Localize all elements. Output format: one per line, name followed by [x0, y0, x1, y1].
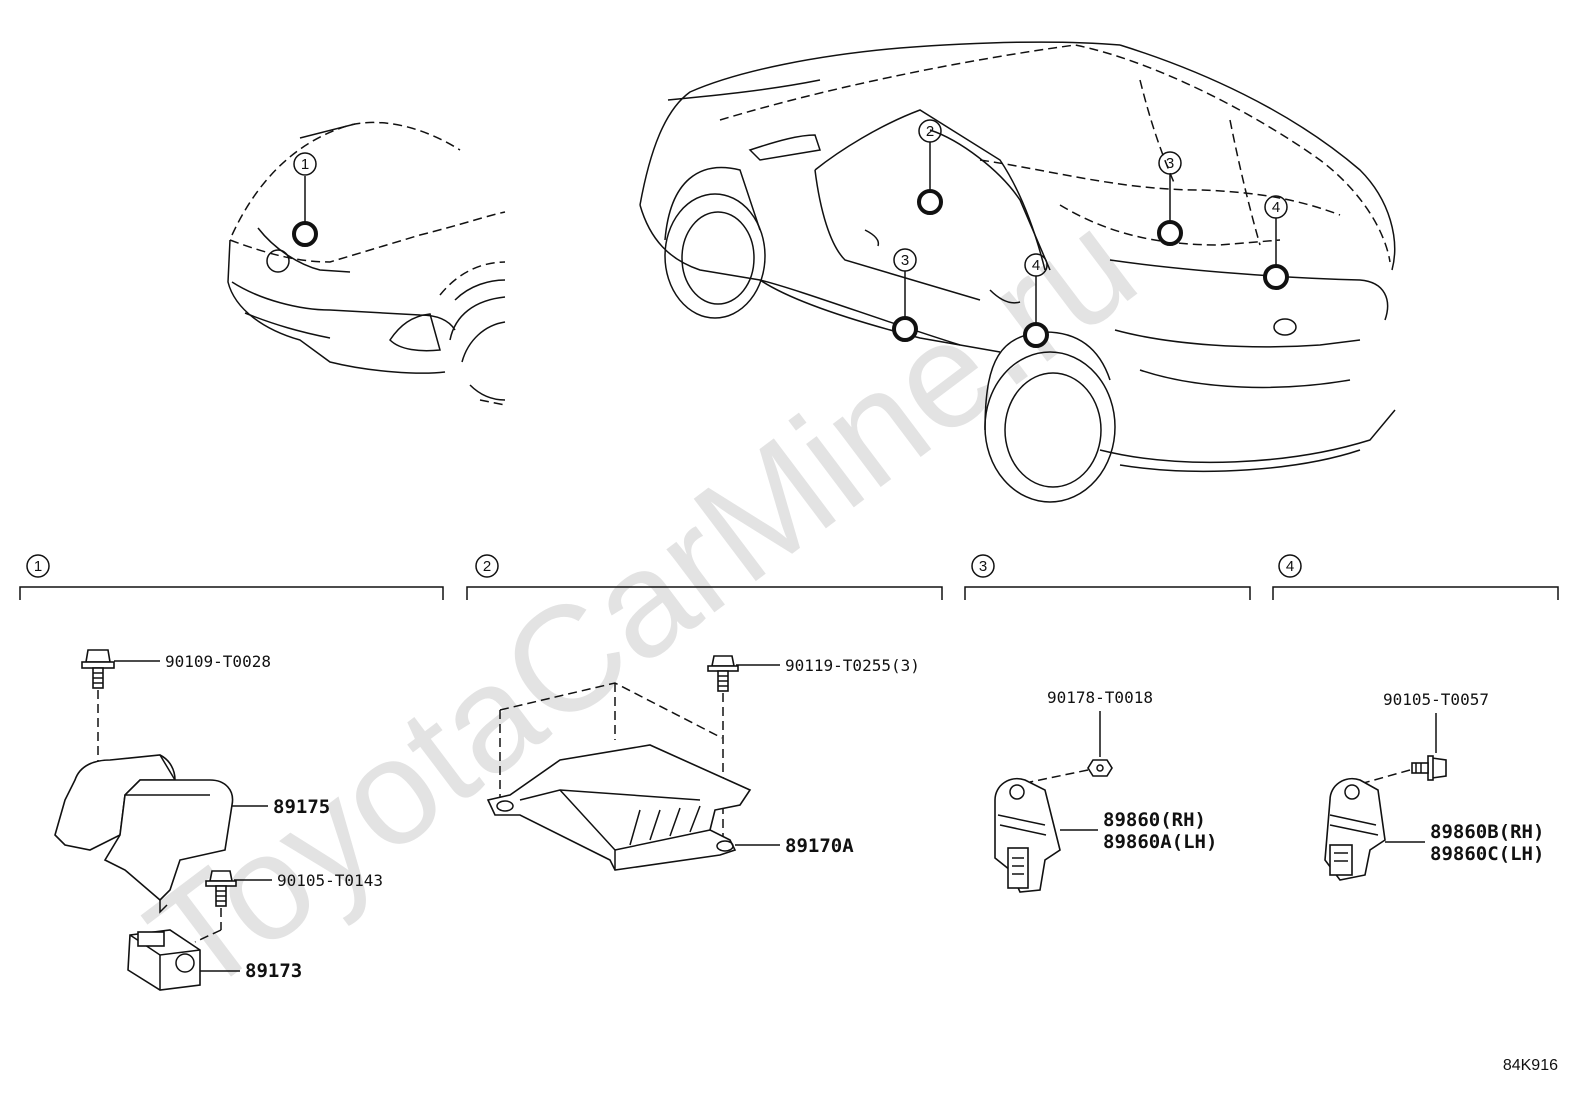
locator-callout	[918, 119, 942, 143]
locator-callout	[1158, 151, 1182, 175]
locator-number: 4	[1032, 257, 1040, 274]
section-number: 1	[34, 558, 42, 575]
part-label-89170A: 89170A	[785, 835, 854, 857]
bolt-90109	[81, 649, 115, 689]
part-label-89860BRH: 89860B(RH)	[1430, 821, 1544, 843]
bolt-90105-T0143	[205, 870, 237, 907]
part-label-89175: 89175	[273, 796, 330, 818]
part-89860	[994, 778, 1061, 893]
locator-number: 3	[901, 252, 909, 269]
part-label-89173: 89173	[245, 960, 302, 982]
locator-callout	[293, 152, 317, 176]
nut-90178	[1087, 759, 1113, 777]
locator-mark	[892, 316, 918, 342]
part-89173	[127, 929, 201, 991]
watermark: ToyotaCarMine.ru	[118, 179, 1165, 1026]
locator-number: 1	[301, 156, 309, 173]
part-label-90105-T0057: 90105-T0057	[1383, 690, 1489, 709]
diagram-code: 84K916	[1502, 1057, 1558, 1074]
part-label-90178-T0018: 90178-T0018	[1047, 688, 1153, 707]
part-89860B	[1324, 778, 1386, 881]
part-label-90105-T0143: 90105-T0143	[277, 871, 383, 890]
locator-mark	[1263, 264, 1289, 290]
locator-mark	[1157, 220, 1183, 246]
locator-callout	[1264, 195, 1288, 219]
locator-mark	[292, 221, 318, 247]
locator-number: 4	[1272, 199, 1280, 216]
locator-mark	[1023, 322, 1049, 348]
section-3-header: 3	[964, 554, 1251, 600]
bolt-90105-T0057	[1411, 755, 1447, 781]
part-label-89860CLH: 89860C(LH)	[1430, 843, 1544, 865]
locator-mark	[917, 189, 943, 215]
assembly-dash-line	[1359, 769, 1411, 785]
section-4-header: 4	[1272, 554, 1559, 600]
locator-number: 2	[926, 123, 934, 140]
part-89170A	[486, 744, 752, 871]
locator-number: 3	[1166, 155, 1174, 172]
front-car-illustration	[227, 121, 506, 406]
bolt-90119	[707, 655, 739, 692]
section-1-header: 1	[19, 554, 444, 600]
part-label-90109-T0028: 90109-T0028	[165, 652, 271, 671]
assembly-dash-line	[1029, 769, 1089, 783]
section-2-header: 2	[466, 554, 943, 600]
part-89175	[54, 754, 234, 914]
section-number: 2	[483, 558, 491, 575]
assembly-dash-line	[194, 929, 222, 943]
part-label-90119-T0255: 90119-T0255(3)	[785, 656, 920, 675]
section-number: 3	[979, 558, 987, 575]
section-number: 4	[1286, 558, 1294, 575]
part-label-89860RH: 89860(RH)	[1103, 809, 1206, 831]
part-label-89860ALH: 89860A(LH)	[1103, 831, 1217, 853]
locator-callout	[1024, 253, 1048, 277]
locator-callout	[893, 248, 917, 272]
